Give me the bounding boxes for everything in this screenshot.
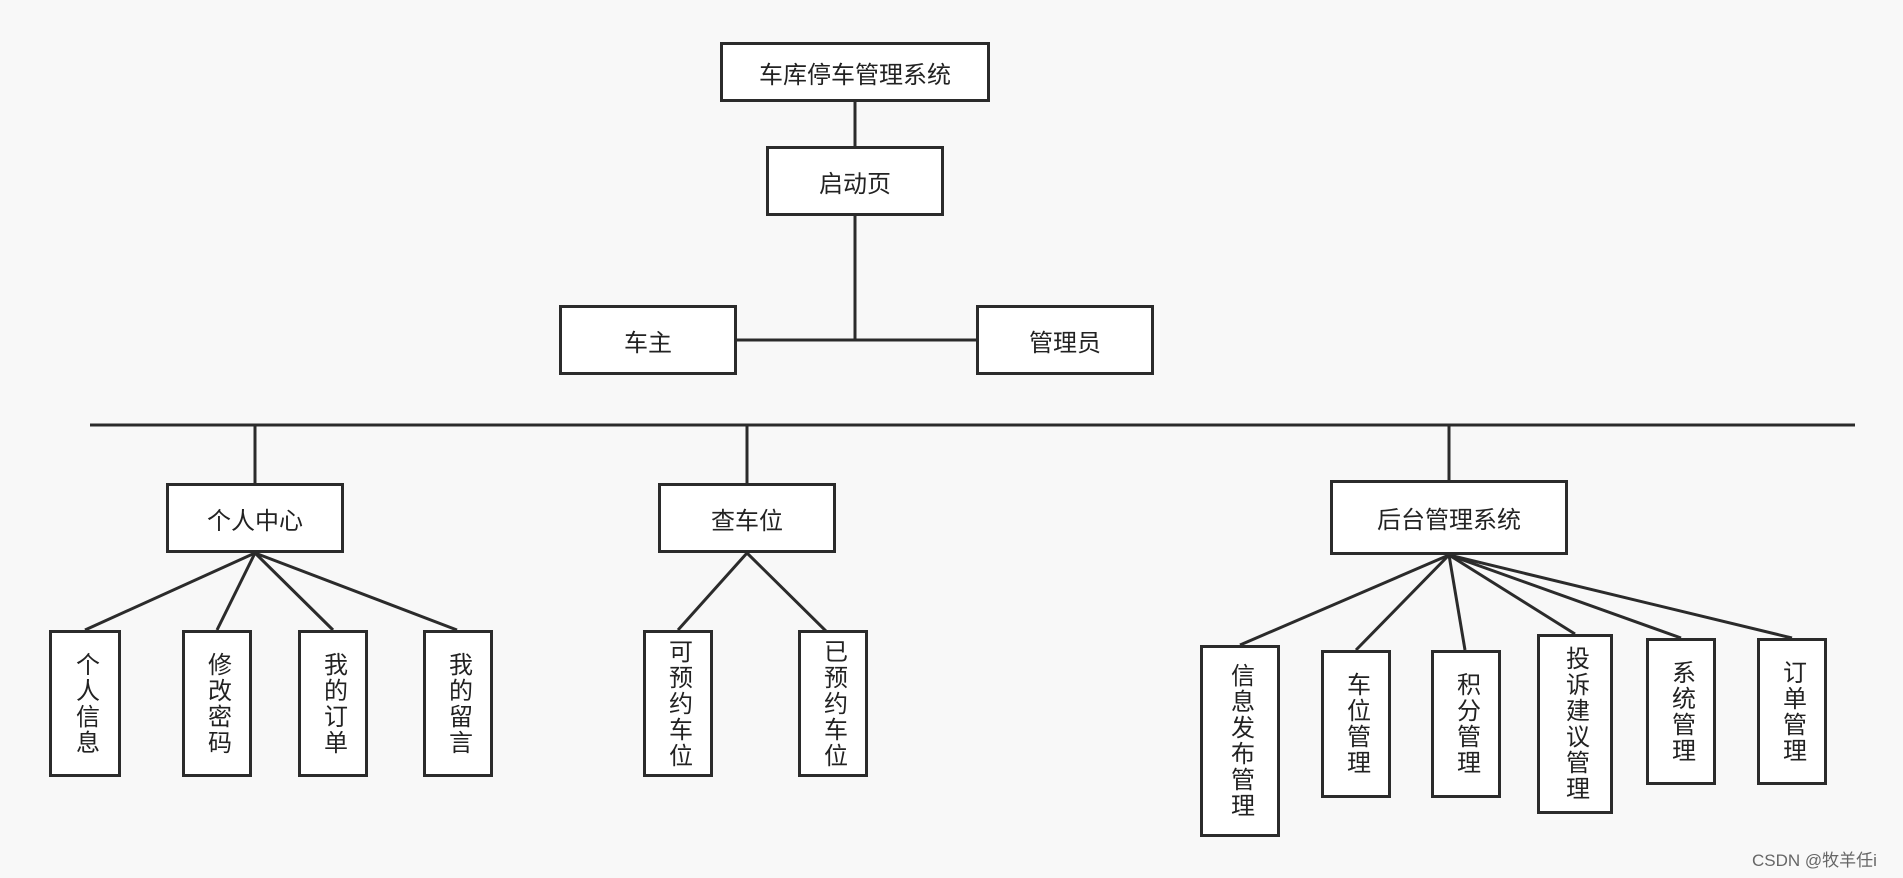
node-find-space: 查车位 <box>658 483 836 553</box>
node-root: 车库停车管理系统 <box>720 42 990 102</box>
node-info-publish-label: 信息发布管理 <box>1226 663 1255 819</box>
line-personal-messages <box>254 551 458 632</box>
line-backend-order <box>1448 553 1793 640</box>
node-system-mgmt: 系统管理 <box>1646 638 1716 785</box>
node-reserved-spaces: 已预约车位 <box>798 630 868 777</box>
node-personal-center-label: 个人中心 <box>207 506 303 535</box>
watermark: CSDN @牧羊任i <box>1752 851 1877 870</box>
node-backend-label: 后台管理系统 <box>1377 506 1521 534</box>
node-change-password: 修改密码 <box>182 630 252 777</box>
node-points-mgmt-label: 积分管理 <box>1452 672 1481 776</box>
node-backend: 后台管理系统 <box>1330 480 1568 555</box>
node-admin: 管理员 <box>976 305 1154 375</box>
node-order-mgmt: 订单管理 <box>1757 638 1827 785</box>
node-admin-label: 管理员 <box>1029 328 1101 357</box>
node-complaint-mgmt: 投诉建议管理 <box>1537 634 1613 814</box>
line-backend-points <box>1447 554 1467 651</box>
node-my-messages: 我的留言 <box>423 630 493 777</box>
node-reserved-spaces-label: 已预约车位 <box>819 638 848 769</box>
line-backend-info <box>1239 553 1450 647</box>
node-order-mgmt-label: 订单管理 <box>1778 659 1807 764</box>
node-root-label: 车库停车管理系统 <box>759 60 951 89</box>
node-available-spaces: 可预约车位 <box>643 630 713 777</box>
line-personal-info <box>84 551 256 632</box>
line-find-available <box>676 551 749 632</box>
line-personal-orders <box>253 551 335 632</box>
node-space-mgmt: 车位管理 <box>1321 650 1391 798</box>
node-info-publish: 信息发布管理 <box>1200 645 1280 837</box>
node-my-orders-label: 我的订单 <box>319 651 348 756</box>
line-backend-complaint <box>1448 553 1576 636</box>
line-backend-system <box>1448 553 1682 640</box>
node-car-owner: 车主 <box>559 305 737 375</box>
line-find-reserved <box>745 551 835 640</box>
node-complaint-mgmt-label: 投诉建议管理 <box>1561 646 1590 802</box>
node-my-messages-label: 我的留言 <box>444 651 473 756</box>
node-launch: 启动页 <box>766 146 944 216</box>
node-personal-info-label: 个人信息 <box>71 651 100 756</box>
node-points-mgmt: 积分管理 <box>1431 650 1501 798</box>
node-personal-info: 个人信息 <box>49 630 121 777</box>
node-my-orders: 我的订单 <box>298 630 368 777</box>
line-backend-space <box>1354 553 1451 652</box>
line-personal-password <box>215 552 257 631</box>
node-available-spaces-label: 可预约车位 <box>664 638 693 769</box>
node-personal-center: 个人中心 <box>166 483 344 553</box>
node-car-owner-label: 车主 <box>624 328 672 357</box>
node-system-mgmt-label: 系统管理 <box>1667 659 1696 764</box>
node-launch-label: 启动页 <box>819 169 891 198</box>
node-space-mgmt-label: 车位管理 <box>1342 672 1371 776</box>
node-change-password-label: 修改密码 <box>203 651 232 756</box>
node-find-space-label: 查车位 <box>711 506 783 535</box>
